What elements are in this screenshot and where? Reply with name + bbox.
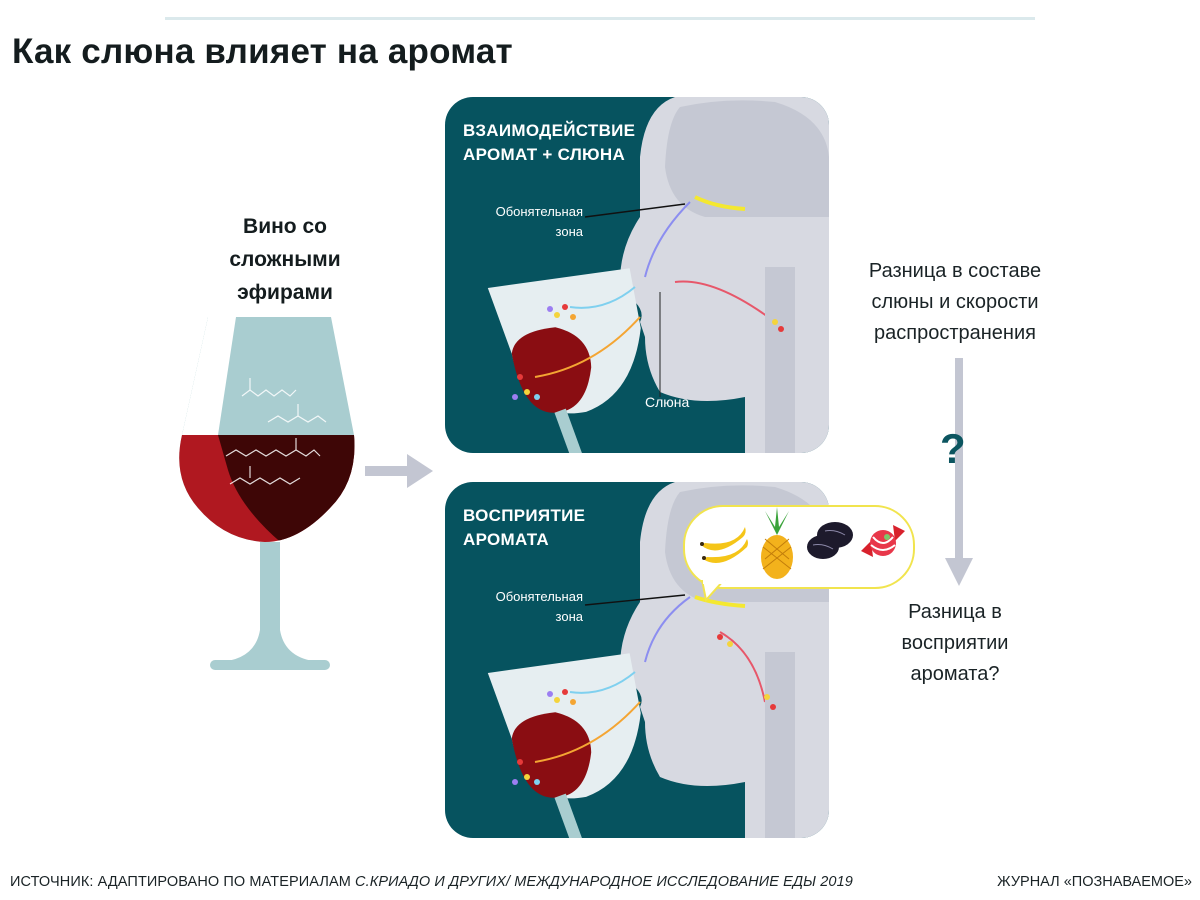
- panel-title: ВЗАИМОДЕЙСТВИЕ АРОМАТ + СЛЮНА: [463, 119, 635, 167]
- panel-title-line: АРОМАТ + СЛЮНА: [463, 145, 626, 164]
- banana-icon: [700, 527, 748, 563]
- olfactory-label-line: зона: [555, 609, 583, 624]
- text-line: Разница в: [908, 601, 1002, 623]
- olfactory-zone-label: Обонятельная зона: [496, 202, 583, 242]
- olfactory-zone-label: Обонятельная зона: [496, 587, 583, 627]
- page-title: Как слюна влияет на аромат: [12, 32, 513, 71]
- glass-label: Вино со сложными эфирами: [185, 210, 385, 309]
- right-arrow-icon: [365, 452, 435, 497]
- candy-icon: [861, 525, 905, 557]
- top-divider: [165, 17, 1035, 20]
- source-prefix: ИСТОЧНИК: АДАПТИРОВАНО ПО МАТЕРИАЛАМ: [10, 874, 356, 890]
- text-line: восприятии: [901, 632, 1009, 654]
- source-credit: ИСТОЧНИК: АДАПТИРОВАНО ПО МАТЕРИАЛАМ С.К…: [10, 874, 853, 890]
- source-authors: С.КРИАДО И ДРУГИХ/ МЕЖДУНАРОДНОЕ ИССЛЕДО…: [355, 874, 853, 890]
- text-line: распространения: [874, 322, 1036, 344]
- prune-icon: [807, 522, 853, 559]
- aroma-speech-bubble: [683, 505, 915, 589]
- wine-glass-illustration: [170, 310, 370, 685]
- olfactory-label-line: Обонятельная: [495, 204, 583, 219]
- panel-title-line: АРОМАТА: [463, 530, 549, 549]
- olfactory-label-line: зона: [555, 224, 583, 239]
- glass-label-line: Вино со: [243, 215, 327, 238]
- question-mark-icon: ?: [940, 425, 966, 472]
- glass-label-line: сложными: [229, 248, 341, 271]
- perception-difference-text: Разница в восприятии аромата?: [865, 597, 1045, 690]
- olfactory-label-line: Обонятельная: [495, 589, 583, 604]
- panel-title-line: ВОСПРИЯТИЕ: [463, 506, 586, 525]
- saliva-difference-text: Разница в составе слюны и скорости распр…: [840, 256, 1070, 349]
- bubble-tail: [700, 580, 726, 602]
- pineapple-icon: [761, 507, 793, 579]
- panel-interaction: ВЗАИМОДЕЙСТВИЕ АРОМАТ + СЛЮНА Обонятельн…: [445, 97, 829, 453]
- panel-title: ВОСПРИЯТИЕ АРОМАТА: [463, 504, 585, 552]
- down-arrow-icon: [945, 358, 973, 593]
- text-line: Разница в составе: [868, 260, 1042, 282]
- saliva-label: Слюна: [645, 394, 690, 410]
- text-line: слюны и скорости: [871, 291, 1039, 313]
- text-line: аромата?: [910, 663, 1000, 685]
- glass-label-line: эфирами: [237, 281, 333, 304]
- journal-credit: ЖУРНАЛ «ПОЗНАВАЕМОЕ»: [997, 874, 1192, 890]
- head-illustration: [487, 97, 829, 453]
- panel-title-line: ВЗАИМОДЕЙСТВИЕ: [463, 121, 636, 140]
